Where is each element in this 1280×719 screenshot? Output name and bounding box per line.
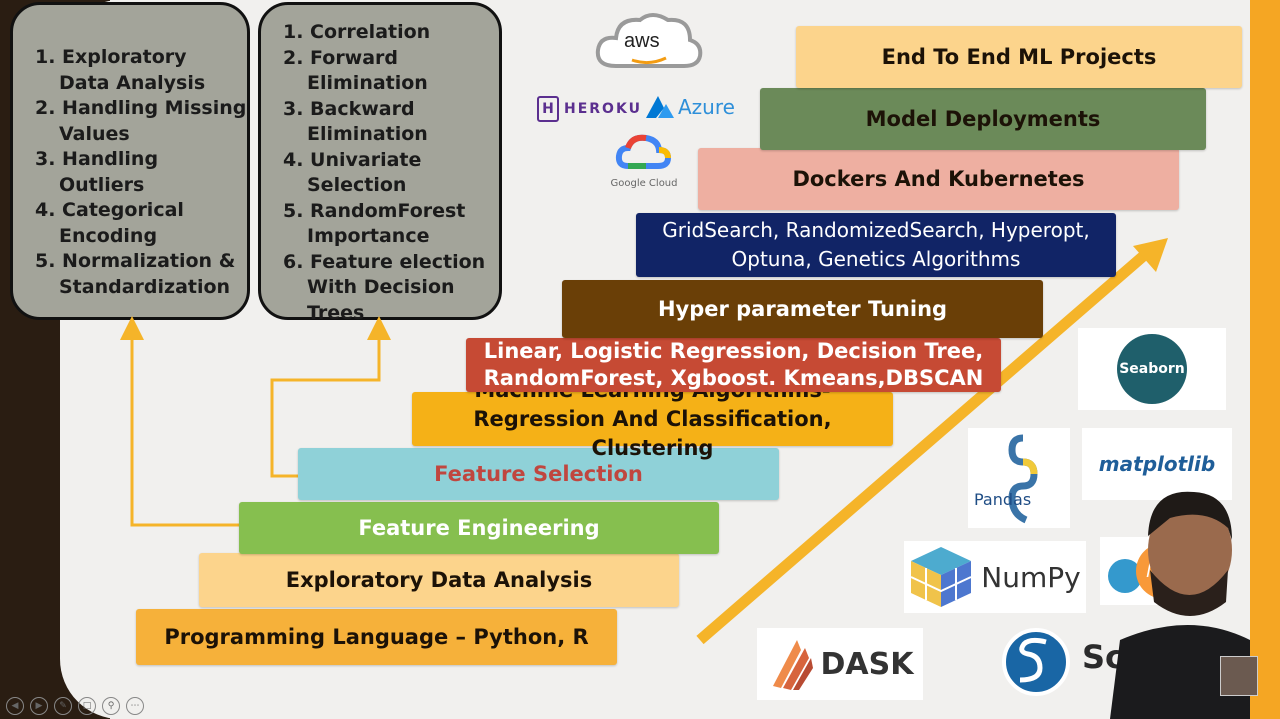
list-item: 2. Handling Missing (35, 97, 247, 119)
step-ml-algorithms: Machine Learning Algorithms-Regression A… (412, 378, 893, 460)
step-end-to-end-projects: End To End ML Projects (796, 26, 1242, 88)
numpy-text: NumPy (981, 560, 1081, 594)
list-item: 4. Univariate (283, 148, 422, 171)
google-cloud-logo: Google Cloud (606, 130, 682, 192)
python-snake-icon (1008, 434, 1038, 524)
list-item: Standardization (59, 275, 231, 298)
google-cloud-text: Google Cloud (610, 178, 678, 189)
step-feature-selection: Feature Selection (298, 448, 779, 500)
seaborn-circle: Seaborn (1117, 334, 1187, 404)
numpy-cube-icon (910, 547, 972, 607)
list-item: 5. RandomForest (283, 199, 466, 222)
slide-controls: ◀ ▶ ✎ □ ⚲ ⋯ (6, 697, 144, 715)
dask-text: DASK (820, 646, 914, 682)
step-model-deployments: Model Deployments (760, 88, 1206, 150)
list-item: 3. Backward (283, 97, 415, 120)
list-item: Values (59, 122, 130, 145)
aws-logo: aws (594, 8, 704, 74)
eda-connector-arrow (120, 316, 240, 527)
list-item: 6. Feature election (283, 250, 486, 273)
list-item: 1. Correlation (283, 21, 431, 43)
numpy-logo: NumPy (904, 541, 1086, 613)
pen-icon[interactable]: ✎ (54, 697, 72, 715)
more-options-icon[interactable]: ⋯ (126, 697, 144, 715)
matplotlib-text: matplotlib (1098, 452, 1216, 476)
aws-logo-text: aws (624, 30, 660, 52)
dask-icon (772, 640, 813, 690)
step-programming-language: Programming Language – Python, R (136, 609, 617, 665)
step-algorithm-list: Linear, Logistic Regression, Decision Tr… (466, 338, 1001, 392)
seaborn-text: Seaborn (1119, 361, 1185, 377)
azure-text: Azure (678, 95, 735, 119)
step-hyperparameter-tuning: Hyper parameter Tuning (562, 280, 1043, 338)
pandas-text: Pandas (974, 490, 1032, 509)
growth-arrow-shaft (696, 247, 1152, 645)
list-item: Selection (307, 174, 407, 196)
list-item: 2. Forward (283, 46, 399, 69)
scipy-snake-icon (1019, 637, 1047, 683)
previous-slide-icon[interactable]: ◀ (6, 697, 24, 715)
presenter-thumbnail (1220, 656, 1258, 696)
pandas-logo: Pandas (968, 428, 1070, 528)
list-item: 3. Handling (35, 148, 159, 170)
list-item: Elimination (307, 72, 428, 94)
step-tuning-methods: GridSearch, RandomizedSearch, Hyperopt,O… (636, 213, 1116, 277)
list-item: 1. Exploratory (35, 46, 187, 68)
dask-logo: DASK (757, 628, 923, 700)
list-item: Elimination (307, 123, 428, 145)
step-exploratory-data-analysis: Exploratory Data Analysis (199, 553, 679, 607)
feature-selection-connector-arrow (270, 316, 391, 478)
slides-overview-icon[interactable]: □ (78, 697, 96, 715)
step-feature-engineering: Feature Engineering (239, 502, 719, 554)
list-item: Trees (307, 301, 365, 324)
azure-icon (646, 96, 674, 118)
list-item: Outliers (59, 173, 145, 196)
scipy-icon (1002, 628, 1070, 696)
right-orange-band (1250, 0, 1280, 719)
list-item: 4. Categorical (35, 199, 184, 221)
list-item: Encoding (59, 224, 158, 247)
seaborn-logo: Seaborn (1078, 328, 1226, 410)
next-slide-icon[interactable]: ▶ (30, 697, 48, 715)
step-dockers-kubernetes: Dockers And Kubernetes (698, 148, 1179, 210)
google-cloud-icon (615, 134, 672, 169)
aws-cloud-icon (595, 13, 703, 68)
scipy-logo: Sc (1000, 628, 1124, 700)
growth-arrow-head (1133, 238, 1168, 272)
list-item: Data Analysis (59, 71, 206, 94)
azure-logo: Azure (644, 94, 735, 120)
heroku-logo: H HEROKU (537, 96, 642, 122)
list-item: 5. Normalization & (35, 250, 236, 272)
list-item: Importance (307, 225, 430, 247)
heroku-icon: H (537, 96, 559, 122)
heroku-text: HEROKU (564, 101, 642, 117)
list-item: With Decision (307, 276, 455, 298)
presenter-webcam-figure (1110, 491, 1250, 719)
matplotlib-logo: matplotlib (1082, 428, 1232, 500)
zoom-icon[interactable]: ⚲ (102, 697, 120, 715)
